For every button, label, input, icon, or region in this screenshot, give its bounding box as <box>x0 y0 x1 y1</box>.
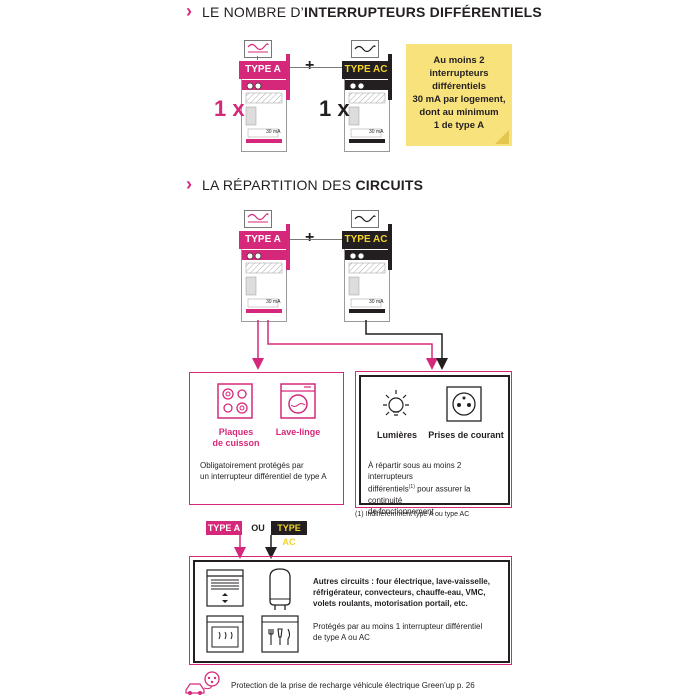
breaker-ac2-body <box>345 250 389 313</box>
tag-type-ac: TYPE AC <box>271 521 307 547</box>
multiplier-ac: 1 x <box>319 96 350 121</box>
other-desc-line-2: de type A ou AC <box>313 633 370 642</box>
or-label: OU <box>251 523 265 533</box>
other-line-1: Autres circuits : four électrique, lave-… <box>313 577 490 586</box>
title2-bold: CIRCUITS <box>355 177 424 193</box>
breaker-a-rating: 30 mA <box>266 129 281 135</box>
breaker-a2-body <box>242 250 286 313</box>
sticky-corner-icon <box>495 130 509 144</box>
type-ac-wave-icon <box>351 40 379 58</box>
breaker-type-a-2: TYPE A 30 mA <box>239 231 287 322</box>
breaker-ac2-rating: 30 mA <box>369 299 384 305</box>
sticky-line-5: dont au minimum <box>419 107 499 118</box>
sticky-note: Au moins 2 interrupteurs différentiels 3… <box>406 44 512 146</box>
breaker-ac-label: TYPE AC <box>342 61 390 79</box>
sticky-line-4: 30 mA par logement, <box>412 94 506 105</box>
other-line-2: réfrigérateur, convecteurs, chauffe-eau,… <box>313 588 486 597</box>
cooktop-label: Plaques de cuisson <box>206 427 266 449</box>
outlets-label: Prises de courant <box>428 430 504 440</box>
ev-note: Protection de la prise de recharge véhic… <box>231 681 475 690</box>
dishwasher-icon <box>261 615 299 653</box>
footnote-ref: (1) <box>408 484 415 490</box>
breaker-a-label: TYPE A <box>239 61 287 79</box>
section-title-circuits: LA RÉPARTITION DES CIRCUITS <box>202 177 423 193</box>
breaker-ac2-label: TYPE AC <box>342 231 390 249</box>
either-desc-line-1: À répartir sous au moins 2 interrupteurs <box>368 461 462 481</box>
type-a-wave-icon-2 <box>244 210 272 228</box>
section-title-count: LE NOMBRE D’INTERRUPTEURS DIFFÉRENTIELS <box>202 4 542 20</box>
power-outlet-icon <box>446 386 482 422</box>
either-desc-line-3: de fonctionnement <box>368 506 434 516</box>
water-heater-icon <box>269 568 291 610</box>
breaker-a-body <box>242 80 286 143</box>
title-prefix: LE NOMBRE D’ <box>202 4 304 20</box>
multiplier-a: 1 x <box>214 96 245 121</box>
other-line-3: volets roulants, motorisation portail, e… <box>313 599 468 608</box>
sticky-line-1: Au moins 2 <box>433 55 485 66</box>
sticky-line-3: différentiels <box>432 81 486 92</box>
arrow-ac-right <box>365 320 448 370</box>
title2-prefix: LA RÉPARTITION DES <box>202 177 356 193</box>
type-a-desc-line-1: Obligatoirement protégés par <box>200 461 304 470</box>
cooktop-label-1: Plaques <box>218 427 254 437</box>
breaker-type-ac-2: TYPE AC 30 mA <box>342 231 390 322</box>
either-circuits-box: Lumières Prises de courant À répartir so… <box>359 375 510 516</box>
roller-shutter-icon <box>206 569 244 607</box>
light-bulb-icon <box>383 390 409 416</box>
other-circuits-box: Autres circuits : four électrique, lave-… <box>193 560 510 663</box>
breaker-type-ac: TYPE AC 30 mA <box>342 61 390 152</box>
lights-label: Lumières <box>376 430 418 440</box>
breaker-a2-label: TYPE A <box>239 231 287 249</box>
type-a-circuits-box: Plaques de cuisson Lave-linge Obligatoir… <box>189 372 344 505</box>
cooktop-label-2: de cuisson <box>212 438 260 448</box>
sticky-line-2: interrupteurs <box>429 68 489 79</box>
type-ac-wave-icon-2 <box>351 210 379 228</box>
other-circuits-title: Autres circuits : four électrique, lave-… <box>313 576 505 609</box>
cooktop-icon <box>217 383 253 419</box>
breaker-type-a: TYPE A 30 mA <box>239 61 287 152</box>
breaker-a2-rating: 30 mA <box>266 299 281 305</box>
other-circuits-outer-box <box>189 556 512 665</box>
breaker-ac-rating: 30 mA <box>369 129 384 135</box>
type-a-wave-icon <box>244 40 272 58</box>
chevron-icon-2: › <box>186 174 192 194</box>
washing-machine-icon <box>280 383 316 419</box>
breaker-ac-side-bar <box>388 54 392 100</box>
oven-icon <box>206 615 244 653</box>
breaker-a-side-bar <box>286 54 290 100</box>
arrow-a-right <box>267 320 438 370</box>
plus-sign: + <box>305 57 315 74</box>
either-desc-rest: pour assurer la continuité <box>368 484 471 505</box>
type-a-desc-line-2: un interrupteur différentiel de type A <box>200 472 327 481</box>
either-description: À répartir sous au moins 2 interrupteurs… <box>368 460 506 517</box>
breaker-ac-body <box>345 80 389 143</box>
either-circuits-outer-box <box>355 371 512 508</box>
type-a-description: Obligatoirement protégés par un interrup… <box>200 460 340 482</box>
either-desc-line-2: différentiels(1) pour assurer la continu… <box>368 482 506 506</box>
ev-charging-icon <box>185 671 220 695</box>
washing-machine-label: Lave-linge <box>275 427 321 437</box>
other-circuits-description: Protégés par au moins 1 interrupteur dif… <box>313 621 505 643</box>
title-bold: INTERRUPTEURS DIFFÉRENTIELS <box>303 4 542 20</box>
sticky-line-6: 1 de type A <box>433 120 485 131</box>
chevron-icon: › <box>186 1 192 21</box>
either-desc-word: différentiels <box>368 484 409 494</box>
footnote: (1) Indifféremment type A ou type AC <box>355 511 470 518</box>
tag-type-a: TYPE A <box>206 521 242 535</box>
other-desc-line-1: Protégés par au moins 1 interrupteur dif… <box>313 622 483 631</box>
plus-sign-2: + <box>305 229 315 246</box>
